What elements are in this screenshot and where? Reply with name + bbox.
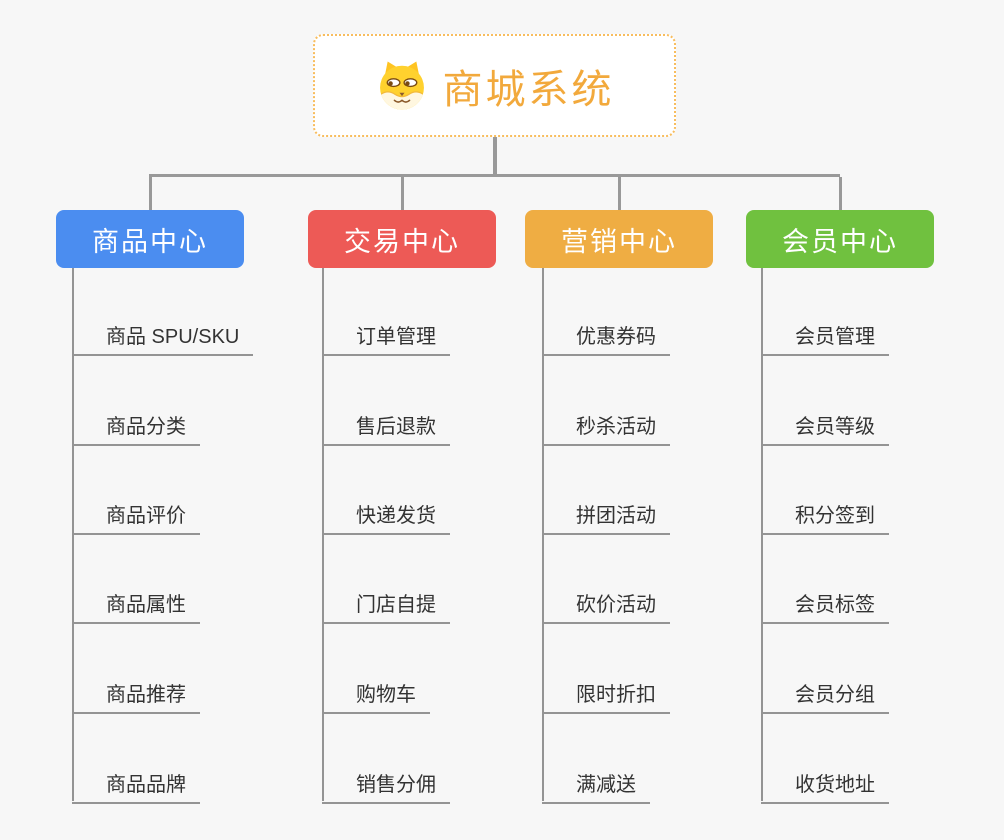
- leaf-node[interactable]: 限时折扣: [542, 680, 670, 714]
- connector-drop-member: [839, 177, 842, 210]
- leaf-node[interactable]: 门店自提: [322, 590, 450, 624]
- root-title: 商城系统: [442, 67, 615, 112]
- leaf-node[interactable]: 会员分组: [761, 680, 889, 714]
- branch-node-member-center[interactable]: 会员中心: [746, 210, 934, 268]
- leaf-node[interactable]: 购物车: [322, 680, 430, 714]
- connector-drop-trade: [401, 177, 404, 210]
- leaf-node[interactable]: 售后退款: [322, 412, 450, 446]
- leaf-node[interactable]: 会员等级: [761, 412, 889, 446]
- leaf-node[interactable]: 商品评价: [72, 501, 200, 535]
- leaf-node[interactable]: 商品 SPU/SKU: [72, 322, 254, 356]
- branch-node-marketing-center[interactable]: 营销中心: [525, 210, 713, 268]
- branch-node-product-center[interactable]: 商品中心: [56, 210, 244, 268]
- connector-drop-marketing: [618, 177, 621, 210]
- leaf-node[interactable]: 积分签到: [761, 501, 889, 535]
- leaf-node[interactable]: 会员标签: [761, 590, 889, 624]
- branch-node-trade-center[interactable]: 交易中心: [308, 210, 496, 268]
- leaf-node[interactable]: 商品分类: [72, 412, 200, 446]
- dog-face-icon: [379, 61, 424, 110]
- leaf-node[interactable]: 会员管理: [761, 322, 889, 356]
- leaf-node[interactable]: 商品属性: [72, 590, 200, 624]
- leaf-node[interactable]: 拼团活动: [542, 501, 670, 535]
- leaf-node[interactable]: 收货地址: [761, 770, 889, 804]
- leaf-node[interactable]: 砍价活动: [542, 590, 670, 624]
- leaf-node[interactable]: 快递发货: [322, 501, 450, 535]
- leaf-node[interactable]: 优惠券码: [542, 322, 670, 356]
- root-node-mall-system[interactable]: 商城系统: [313, 34, 676, 137]
- leaf-node[interactable]: 订单管理: [322, 322, 450, 356]
- leaf-node[interactable]: 秒杀活动: [542, 412, 670, 446]
- leaf-node[interactable]: 满减送: [542, 770, 650, 804]
- leaf-node[interactable]: 销售分佣: [322, 770, 450, 804]
- connector-root-drop: [493, 137, 497, 174]
- connector-bus: [149, 174, 840, 177]
- leaf-node[interactable]: 商品推荐: [72, 680, 200, 714]
- connector-drop-product: [149, 177, 152, 210]
- leaf-node[interactable]: 商品品牌: [72, 770, 200, 804]
